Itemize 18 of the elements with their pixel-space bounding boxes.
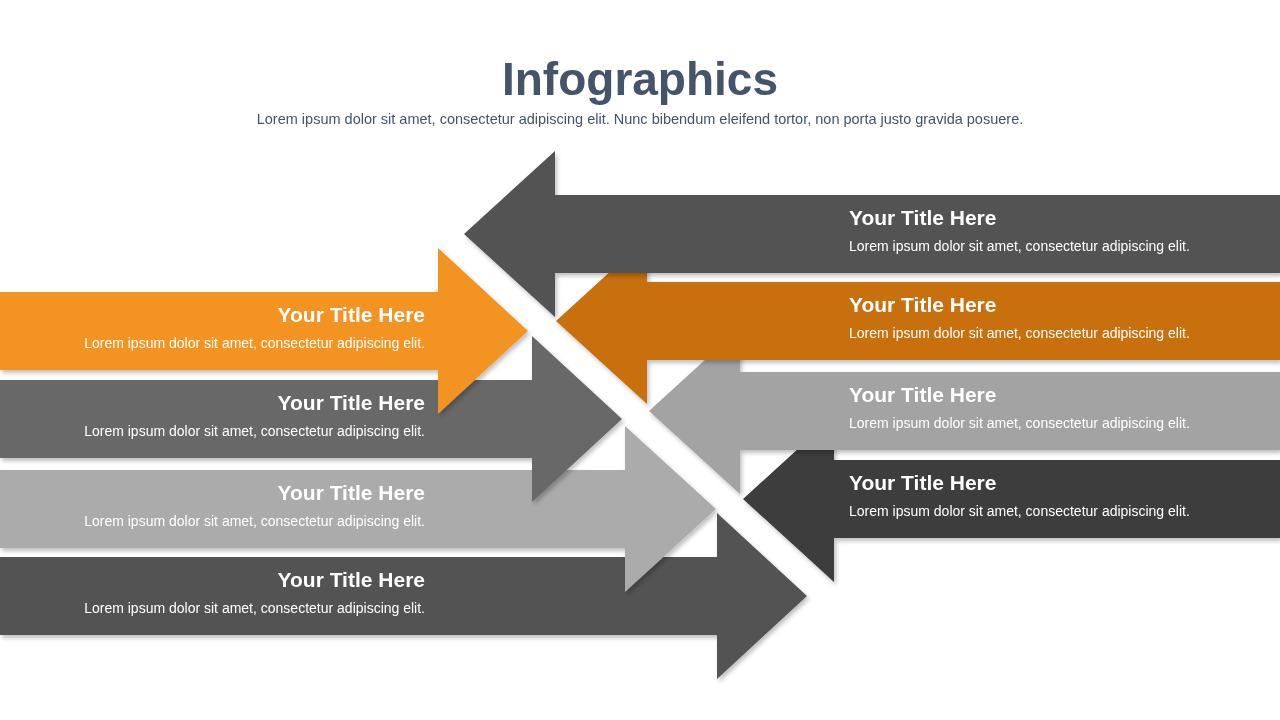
item-description: Lorem ipsum dolor sit amet, consectetur adipiscing elit. — [84, 513, 425, 529]
item-description: Lorem ipsum dolor sit amet, consectetur adipiscing elit. — [849, 238, 1190, 254]
item-description: Lorem ipsum dolor sit amet, consectetur adipiscing elit. — [84, 335, 425, 351]
item-description: Lorem ipsum dolor sit amet, consectetur adipiscing elit. — [849, 325, 1190, 341]
item-heading: Your Title Here — [849, 293, 997, 317]
item-heading: Your Title Here — [277, 391, 425, 415]
item-heading: Your Title Here — [849, 471, 997, 495]
item-heading: Your Title Here — [277, 481, 425, 505]
item-heading: Your Title Here — [277, 568, 425, 592]
item-description: Lorem ipsum dolor sit amet, consectetur adipiscing elit. — [84, 423, 425, 439]
item-heading: Your Title Here — [277, 303, 425, 327]
slide-title: Infographics — [501, 52, 779, 106]
item-description: Lorem ipsum dolor sit amet, consectetur adipiscing elit. — [849, 415, 1190, 431]
item-heading: Your Title Here — [849, 383, 997, 407]
subtitle: Lorem ipsum dolor sit amet, consectetur adipiscing elit. Nunc bibendum eleifend tortor, non porta justo gravida posuere. — [255, 111, 1025, 127]
item-description: Lorem ipsum dolor sit amet, consectetur adipiscing elit. — [849, 503, 1190, 519]
item-description: Lorem ipsum dolor sit amet, consectetur adipiscing elit. — [84, 600, 425, 616]
item-heading: Your Title Here — [849, 206, 997, 230]
